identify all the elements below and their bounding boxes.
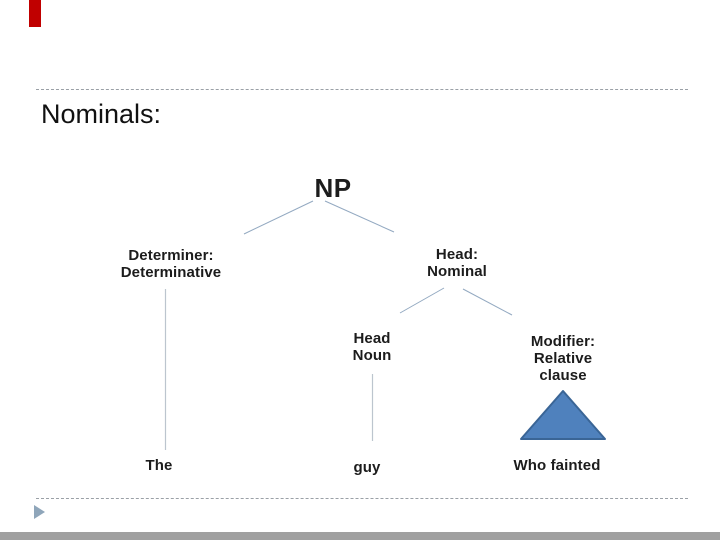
tree-node-modifier-relative-clause: Modifier: Relative clause xyxy=(530,333,596,384)
branch-np-head xyxy=(324,200,395,233)
slide-accent-bar xyxy=(29,0,41,27)
branch-head-modifier xyxy=(462,288,513,316)
slide-title: Nominals: xyxy=(41,99,162,129)
tree-node-head-noun: Head Noun xyxy=(352,330,392,364)
tree-node-np: NP xyxy=(314,173,352,203)
relative-clause-triangle xyxy=(520,390,606,440)
tree-leaf-the: The xyxy=(145,457,173,474)
branch-head-headnoun xyxy=(399,287,445,314)
title-divider-line xyxy=(36,89,688,90)
tree-leaf-who-fainted: Who fainted xyxy=(513,457,601,474)
slide-advance-icon[interactable] xyxy=(34,505,45,519)
tree-node-determiner: Determiner: Determinative xyxy=(120,247,222,281)
tree-node-head-nominal: Head: Nominal xyxy=(427,246,487,280)
footer-divider-line xyxy=(36,498,688,499)
bottom-edge-bar xyxy=(0,532,720,540)
branch-np-determiner xyxy=(243,200,314,235)
tree-leaf-guy: guy xyxy=(353,459,381,476)
